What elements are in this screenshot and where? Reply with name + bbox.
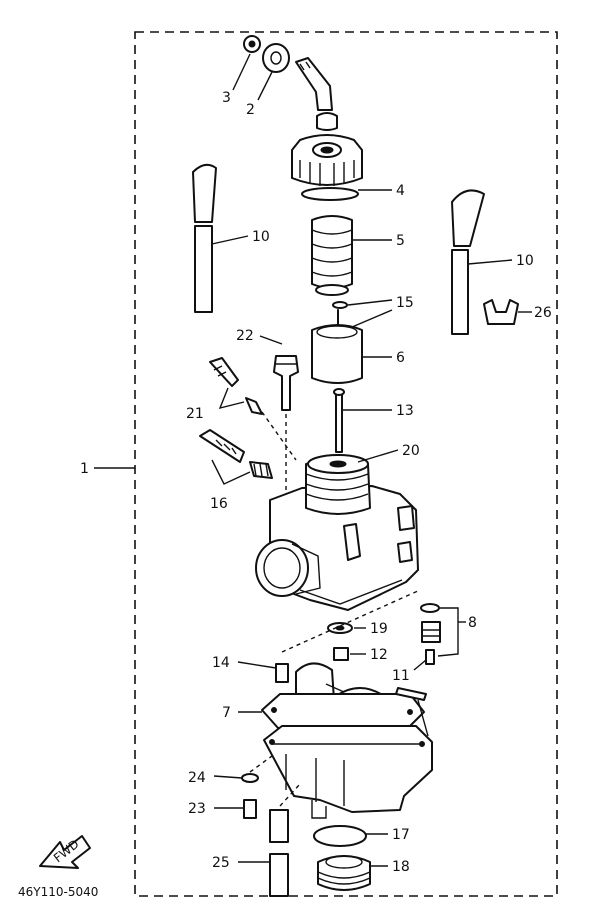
pilot-screw-part-21 [209, 357, 263, 415]
label-16: 16 [210, 496, 228, 512]
elbow-cap [316, 112, 338, 131]
label-13: 13 [396, 403, 414, 419]
gasket-part-7 [261, 693, 425, 729]
label-1: 1 [80, 461, 89, 477]
label-17: 17 [392, 827, 410, 843]
label-26: 26 [534, 305, 552, 321]
screw-part-14 [275, 663, 289, 683]
label-18: 18 [392, 859, 410, 875]
label-8: 8 [468, 615, 477, 631]
label-5: 5 [396, 233, 405, 249]
label-2: 2 [246, 102, 255, 118]
label-24: 24 [188, 770, 206, 786]
label-12: 12 [370, 647, 388, 663]
label-25: 25 [212, 855, 230, 871]
label-14: 14 [212, 655, 230, 671]
washer-part-19 [327, 622, 353, 634]
throttle-valve-part-6 [311, 324, 363, 384]
throttle-stop-screw-part-16 [199, 429, 273, 479]
hose-clip-part-26 [483, 299, 519, 325]
jet-needle-part-13 [333, 388, 345, 453]
label-10-left: 10 [252, 229, 270, 245]
label-6: 6 [396, 350, 405, 366]
label-23: 23 [188, 801, 206, 817]
assembly-boundary [134, 31, 558, 897]
label-11: 11 [392, 668, 410, 684]
carburetor-body [255, 454, 419, 611]
label-15: 15 [396, 295, 414, 311]
hose-part-10-left [192, 163, 217, 313]
label-21: 21 [186, 406, 204, 422]
label-4: 4 [396, 183, 405, 199]
float-bowl [263, 725, 433, 819]
label-20: 20 [402, 443, 420, 459]
jet-part-12 [333, 647, 349, 661]
label-7: 7 [222, 705, 231, 721]
plug-part-18 [317, 855, 371, 891]
main-jet-part-8 [420, 603, 441, 643]
pilot-jet-part-11 [425, 649, 435, 665]
label-22: 22 [236, 328, 254, 344]
float-pin-part-9 [395, 687, 427, 701]
label-3: 3 [222, 90, 231, 106]
nut-part-3 [243, 35, 261, 53]
mixing-chamber-top-part-4 [291, 134, 363, 201]
starter-plunger-part-22 [273, 355, 299, 411]
washer-part-2 [262, 43, 290, 73]
throttle-spring-part-5 [311, 215, 353, 296]
label-10-right: 10 [516, 253, 534, 269]
fwd-arrow-icon: FWD [39, 835, 91, 869]
cable-elbow [295, 57, 333, 111]
drain-screw-part-23 [243, 799, 257, 819]
diagram-code: 46Y110-5040 [18, 885, 98, 899]
hose-part-10-right [451, 189, 485, 335]
drain-hose-part-25 [269, 809, 289, 897]
washer-part-24 [241, 773, 259, 783]
o-ring-part-17 [313, 825, 367, 847]
label-19: 19 [370, 621, 388, 637]
